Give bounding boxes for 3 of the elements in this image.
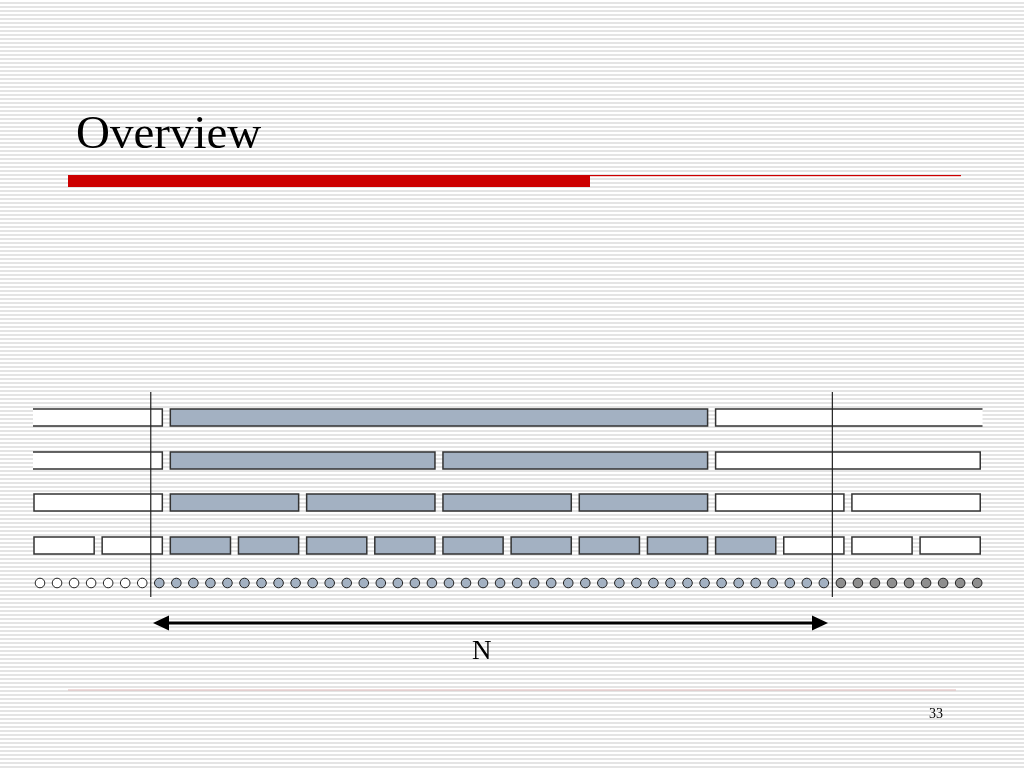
dimension-label: N xyxy=(472,637,492,664)
page-number: 33 xyxy=(929,707,943,721)
slide-title: Overview xyxy=(76,108,262,156)
